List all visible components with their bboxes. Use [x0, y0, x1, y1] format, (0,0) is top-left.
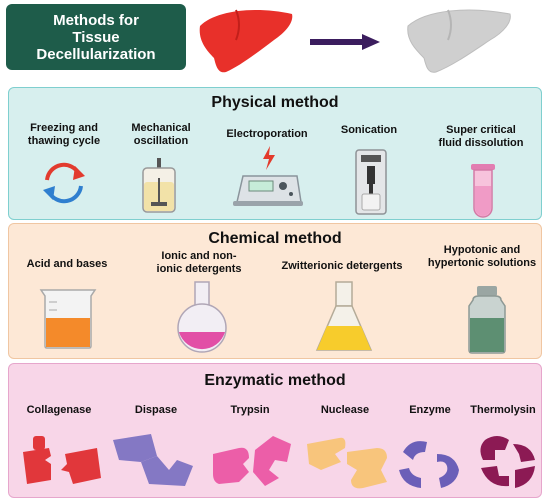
test-tube-icon [471, 164, 495, 218]
chemical-method-panel: Chemical method Acid and bases Ionic and… [8, 223, 542, 359]
electroporator-device-icon [233, 175, 303, 206]
label-sonication: Sonication [340, 124, 398, 136]
cycle-arrows-icon [43, 162, 85, 204]
label-thermolysin: Thermolysin [470, 404, 536, 416]
trypsin-enzyme-icon [213, 436, 291, 486]
label-hypotonic-hypertonic: Hypotonic and hypertonic solutions [427, 244, 537, 269]
label-mechanical-oscillation: Mechanical oscillation [131, 122, 191, 147]
enzymatic-method-title: Enzymatic method [204, 372, 346, 389]
lightning-bolt-icon [263, 146, 275, 170]
physical-method-title: Physical method [211, 94, 339, 111]
generic-enzyme-icon [399, 441, 459, 488]
sonicator-device-icon [355, 149, 387, 215]
label-zwitterionic-detergents: Zwitterionic detergents [281, 260, 403, 272]
erlenmeyer-flask-icon [315, 281, 373, 351]
chemical-method-title: Chemical method [208, 230, 342, 247]
beaker-icon [39, 289, 97, 349]
round-flask-icon [177, 281, 227, 353]
physical-method-panel: Physical method Freezing and thawing cyc… [8, 87, 542, 220]
label-electroporation: Electroporation [226, 128, 308, 140]
arrow-right-icon [310, 34, 380, 50]
label-trypsin: Trypsin [230, 404, 270, 416]
label-enzyme: Enzyme [409, 404, 451, 416]
label-acid-bases: Acid and bases [26, 258, 108, 270]
decellularized-liver-icon [407, 9, 511, 73]
label-ionic-detergents: Ionic and non- ionic detergents [156, 250, 242, 275]
bottle-icon [468, 286, 506, 354]
label-freezing-thawing: Freezing and thawing cycle [27, 122, 101, 147]
nuclease-enzyme-icon [307, 437, 387, 489]
collagenase-enzyme-icon [23, 436, 101, 484]
label-collagenase: Collagenase [26, 404, 92, 416]
dispase-enzyme-icon [113, 434, 193, 486]
label-dispase: Dispase [134, 404, 178, 416]
enzymatic-method-panel: Enzymatic method Collagenase Dispase Try… [8, 363, 542, 498]
page-title: Methods for Tissue Decellularization [6, 4, 186, 70]
label-nuclease: Nuclease [320, 404, 370, 416]
thermolysin-enzyme-icon [480, 436, 535, 488]
label-super-critical: Super critical fluid dissolution [438, 124, 524, 149]
fresh-liver-icon [199, 9, 293, 73]
shaker-beaker-icon [142, 158, 176, 213]
